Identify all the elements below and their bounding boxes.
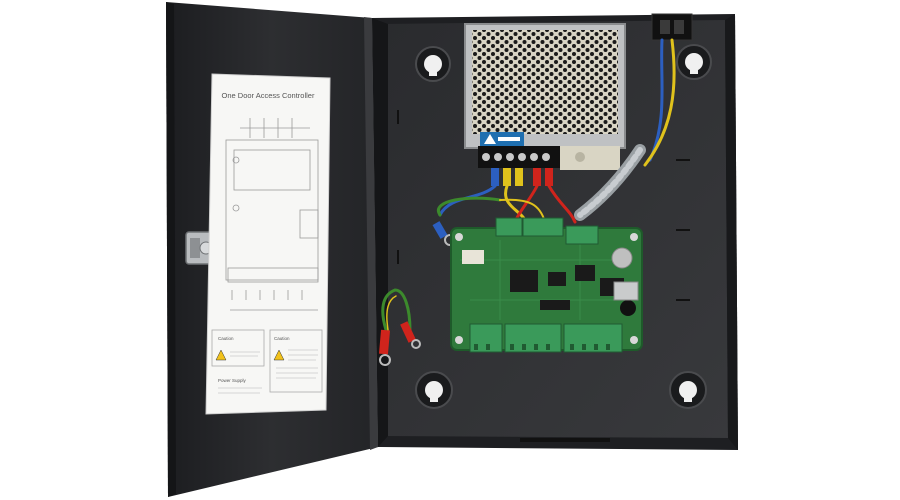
tamper-switch (651, 13, 693, 41)
keyhole-mount-icon (415, 44, 712, 409)
warning-triangle-icon (215, 349, 285, 361)
enclosure-vent-slots (397, 110, 690, 301)
ground-connector (378, 221, 456, 366)
psu-brand-logo-icon (480, 132, 524, 146)
controller-pcb (450, 217, 643, 353)
power-supply-heading: Power Supply (218, 378, 247, 383)
psu-wire-connectors (491, 168, 553, 186)
sheet-title: One Door Access Controller (222, 91, 315, 100)
wiring-diagram (225, 118, 319, 311)
wiring (381, 38, 676, 332)
caution-heading: Caution (218, 336, 234, 341)
caution-heading-right: Caution (274, 336, 290, 341)
power-supply-unit (464, 23, 626, 170)
wiring-diagram-sheet: One Door Access Controller Caution (205, 73, 331, 415)
hinge-latch-icon (185, 231, 213, 265)
